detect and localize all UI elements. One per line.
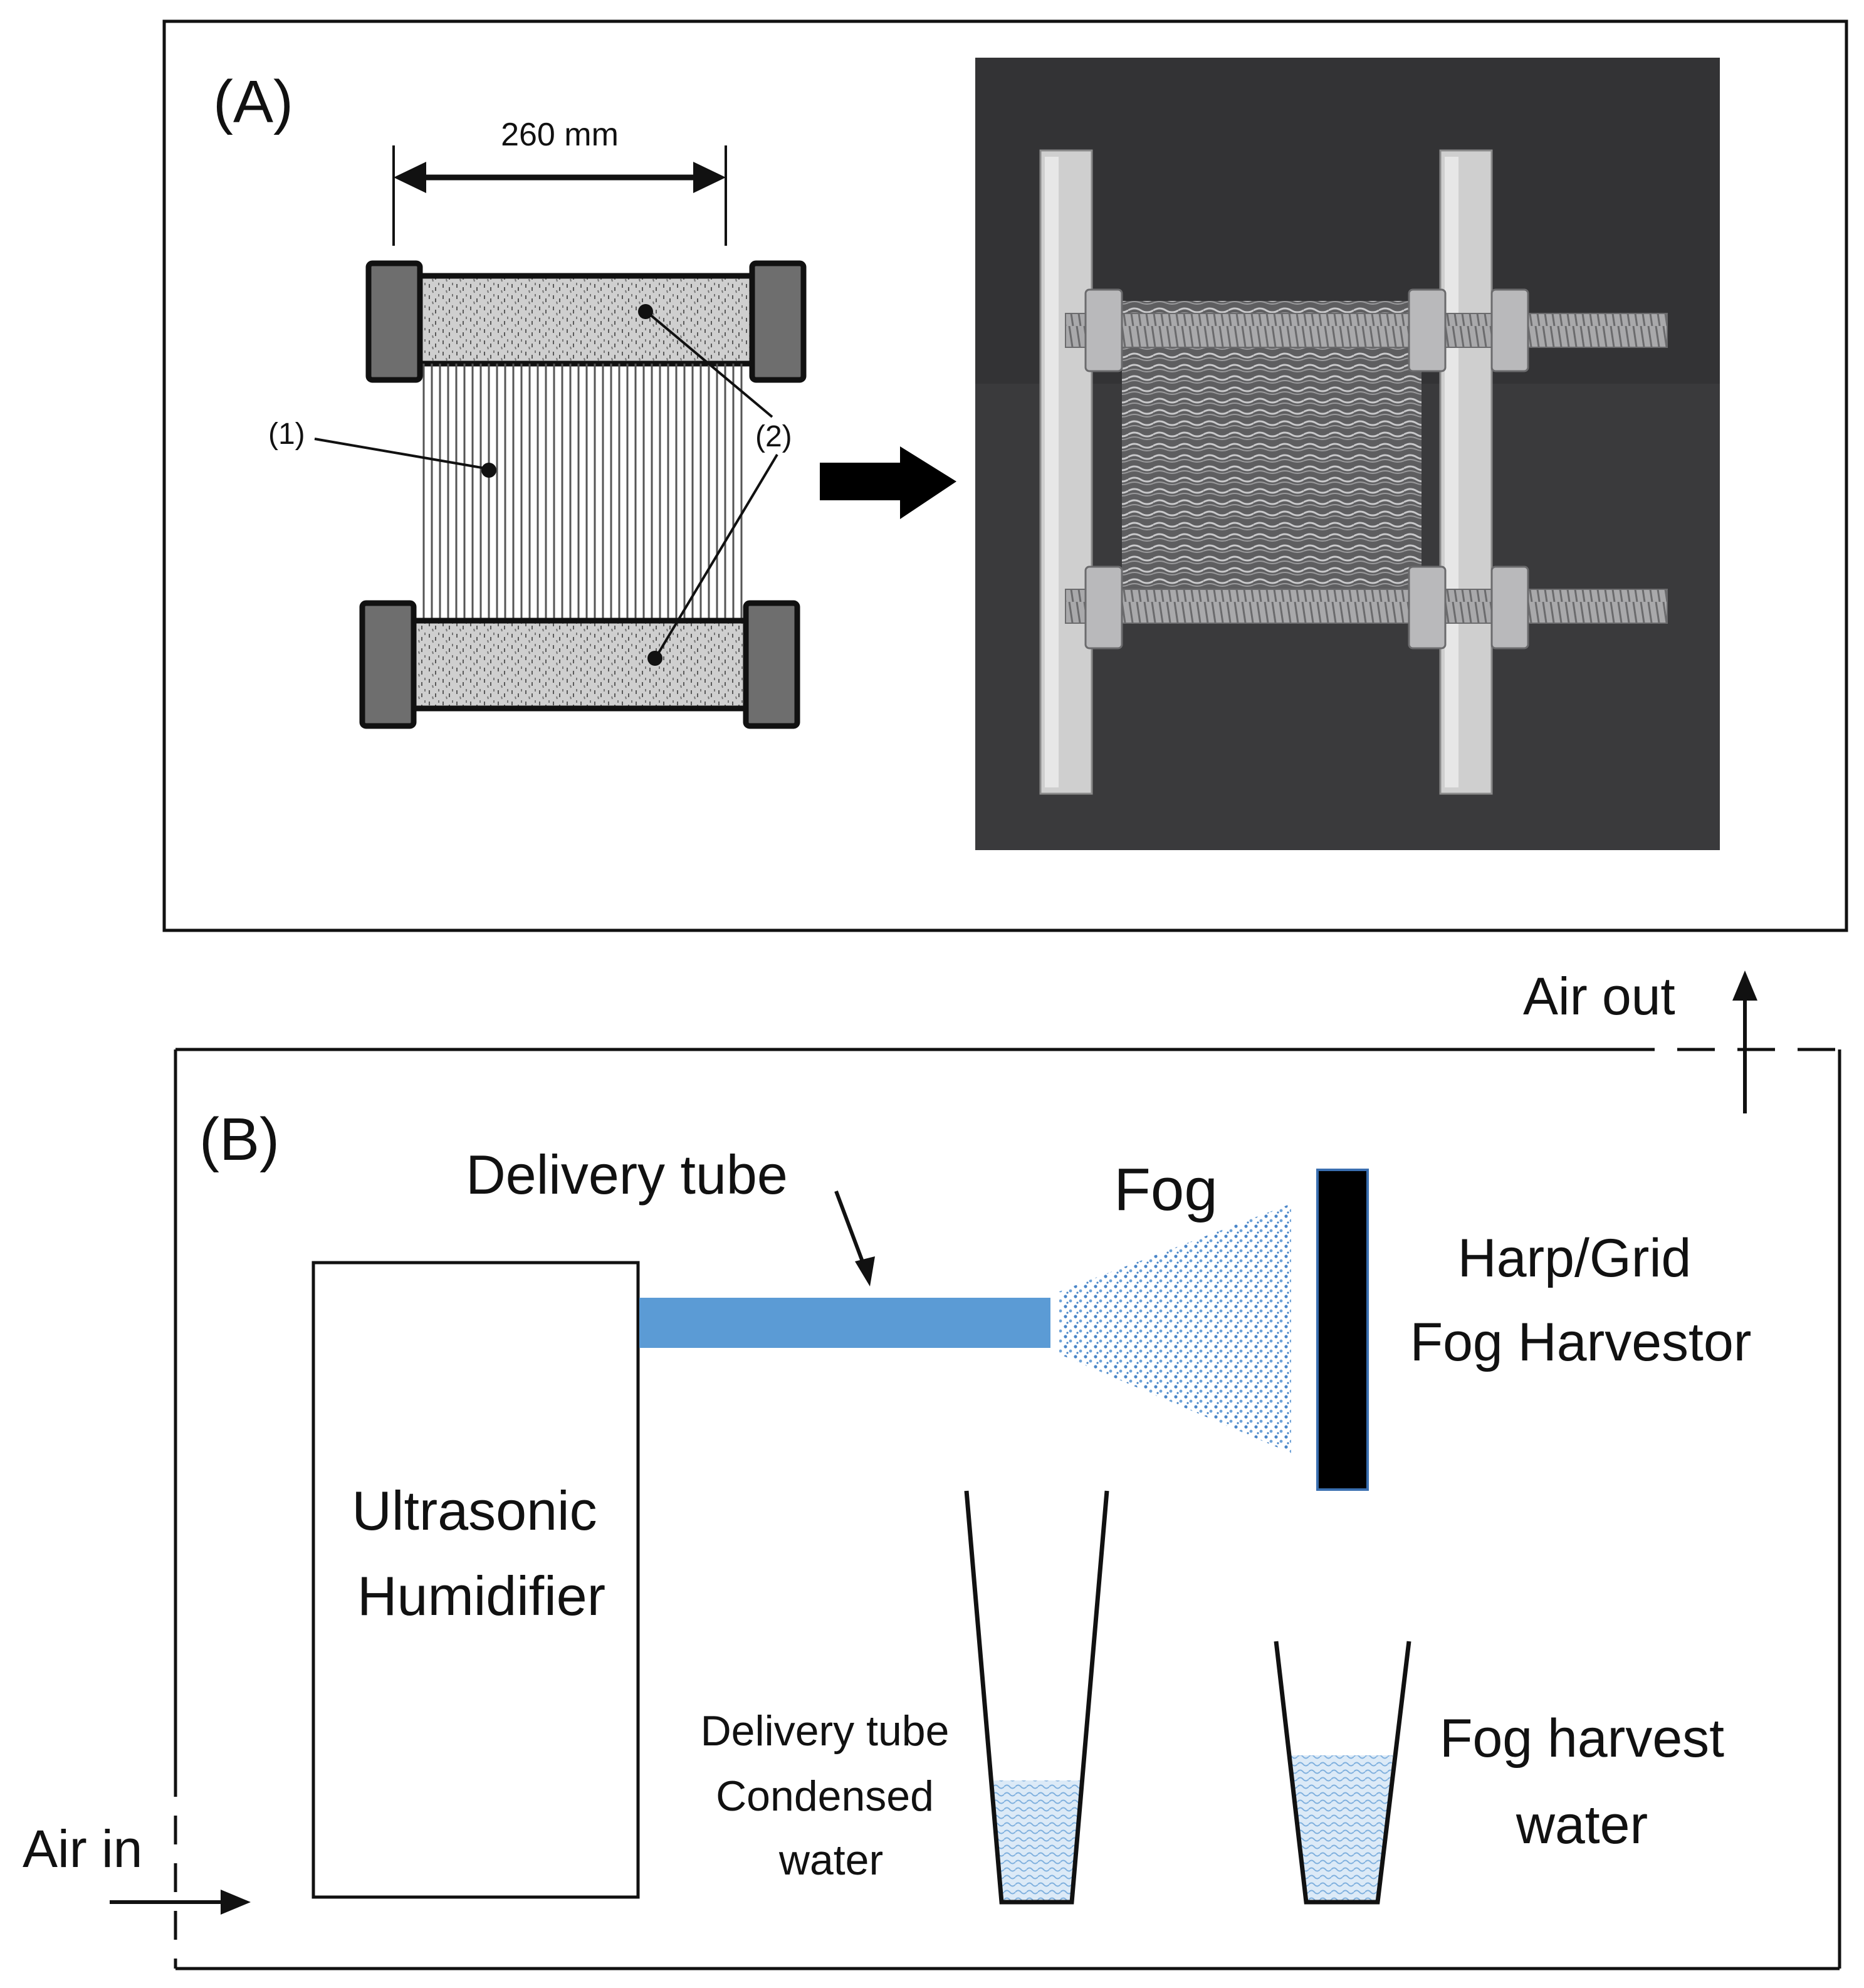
callout-2-text: (2) (755, 420, 792, 453)
panel-a-border (162, 19, 1848, 932)
delivery-tube-label: Delivery tube (466, 1144, 788, 1206)
condensed-container-outline (964, 1490, 1109, 1905)
fog-harvest-label-line2: water (1516, 1795, 1648, 1855)
photo-wire-mesh (1122, 301, 1422, 602)
panel-a-label: (A) (213, 68, 293, 135)
photo-nut (1408, 565, 1447, 650)
panel-b: (B) Air out Air in Ultrasonic Humidifier… (23, 967, 1841, 1970)
panel-b-label: (B) (199, 1106, 280, 1173)
fog-label: Fog (1114, 1156, 1217, 1223)
photo-top-rod (1065, 313, 1668, 348)
harp-grid-fog-harvester (1316, 1169, 1369, 1491)
callout-1-dot (481, 463, 496, 478)
photo-nut (1490, 565, 1529, 650)
photo-nut (1490, 288, 1529, 372)
top-right-end-cap (749, 260, 807, 383)
fog-harvest-container (1274, 1641, 1411, 1905)
delivery-tube-pointer (834, 1190, 868, 1273)
air-in-arrowhead (221, 1890, 251, 1915)
dimension-arrowhead-right (693, 162, 726, 193)
condensed-label-line2: Condensed (716, 1772, 934, 1820)
harvester-label-line2: Fog Harvestor (1410, 1312, 1752, 1372)
photo-nut (1084, 565, 1123, 650)
photo-nut (1408, 288, 1447, 372)
photo-nut (1084, 288, 1123, 372)
callout-1-text: (1) (268, 418, 305, 451)
dimension-text: 260 mm (501, 117, 619, 153)
condensed-label-line1: Delivery tube (701, 1707, 950, 1755)
top-support-bar (404, 273, 762, 367)
fog-harvest-container-outline (1274, 1641, 1411, 1905)
humidifier-label-line1: Ultrasonic (352, 1480, 597, 1542)
air-out-arrowhead (1732, 970, 1757, 1001)
harp-schematic: 260 mm (1) (2) (268, 117, 807, 729)
callout-1-leader (314, 438, 490, 470)
dimension-arrowhead-left (394, 162, 426, 193)
callout-2-dot-top (638, 304, 653, 319)
ultrasonic-humidifier (312, 1261, 640, 1899)
callout-2-dot-bottom (647, 651, 662, 666)
bottom-support-bar (404, 618, 762, 712)
harp-photo (975, 58, 1720, 850)
condensed-water-container (964, 1490, 1109, 1905)
fog-harvest-label-line1: Fog harvest (1440, 1708, 1724, 1769)
photo-bottom-rod (1065, 589, 1668, 624)
harp-wires (422, 364, 743, 621)
callout-2-leader-bottom (656, 453, 778, 657)
humidifier-label-line2: Humidifier (357, 1565, 605, 1627)
bottom-right-end-cap (743, 600, 800, 729)
air-in-label: Air in (23, 1819, 142, 1878)
condensed-label-line3: water (778, 1836, 883, 1884)
panel-a: (A) 260 mm (1) (2) (162, 19, 1848, 932)
callout-2-leader-top (647, 312, 773, 418)
delivery-tube (639, 1298, 1050, 1348)
bottom-left-end-cap (359, 600, 417, 729)
air-out-label: Air out (1523, 967, 1675, 1026)
harvester-label-line1: Harp/Grid (1458, 1228, 1692, 1288)
chamber-border (174, 1048, 1841, 1970)
fog-harvest-water-fill (1290, 1755, 1393, 1902)
fog-cone (1059, 1204, 1291, 1453)
panel-a-arrow (820, 446, 956, 519)
condensed-water-fill (992, 1780, 1082, 1902)
top-left-end-cap (365, 260, 423, 383)
delivery-tube-pointer-head (855, 1256, 875, 1286)
